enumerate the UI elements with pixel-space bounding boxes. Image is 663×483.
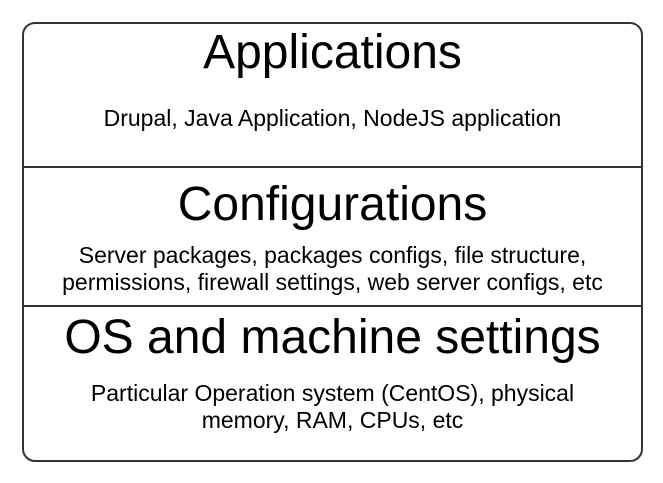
stack-diagram: Applications Drupal, Java Application, N…: [22, 22, 643, 462]
layer-applications-description: Drupal, Java Application, NodeJS applica…: [103, 105, 562, 131]
layer-os-machine-settings-description: Particular Operation system (CentOS), ph…: [90, 380, 575, 433]
layer-os-machine-settings: OS and machine settings Particular Opera…: [24, 307, 641, 460]
layer-configurations-title: Configurations: [177, 178, 488, 231]
layer-applications: Applications Drupal, Java Application, N…: [24, 24, 641, 168]
layer-applications-title: Applications: [203, 26, 462, 79]
layer-os-machine-settings-title: OS and machine settings: [64, 311, 601, 364]
layer-configurations-description: Server packages, packages configs, file …: [62, 242, 603, 295]
layer-configurations: Configurations Server packages, packages…: [24, 168, 641, 307]
